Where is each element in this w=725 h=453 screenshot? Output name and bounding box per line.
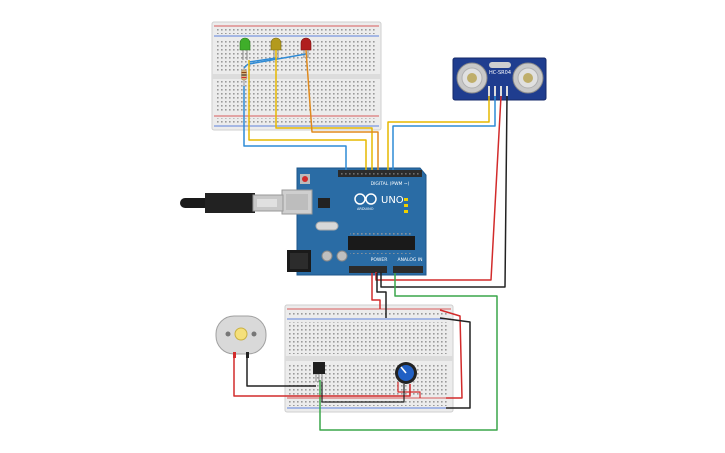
transistor-icon[interactable] xyxy=(313,362,325,382)
led-green-icon[interactable] xyxy=(239,37,251,60)
arduino-logo-icon xyxy=(354,193,377,205)
ultrasonic-sensor[interactable]: HC-SR04 xyxy=(452,57,547,101)
arduino-uno-board[interactable]: DIGITAL (PWM ~) UNO ARDUINO POWER ANALOG xyxy=(281,167,427,276)
breadboard-bottom[interactable] xyxy=(284,304,454,413)
wires xyxy=(233,49,508,431)
digital-header-label: DIGITAL (PWM ~) xyxy=(371,181,410,187)
arduino-brand-label: ARDUINO xyxy=(357,207,374,211)
led-ground-jumpers xyxy=(243,53,307,69)
potentiometer-icon[interactable] xyxy=(395,362,417,384)
analog-header-label: ANALOG IN xyxy=(397,257,422,263)
usb-plug-icon[interactable] xyxy=(180,193,284,213)
sensor-model-label: HC-SR04 xyxy=(489,70,511,76)
dc-motor-icon[interactable] xyxy=(215,315,267,358)
resistor-icon[interactable] xyxy=(241,66,247,86)
arduino-model-label: UNO xyxy=(381,195,404,206)
breadboard-top[interactable] xyxy=(211,21,382,131)
power-header-label: POWER xyxy=(371,257,388,263)
led-yellow-icon[interactable] xyxy=(270,37,282,58)
led-red-icon[interactable] xyxy=(300,37,312,58)
